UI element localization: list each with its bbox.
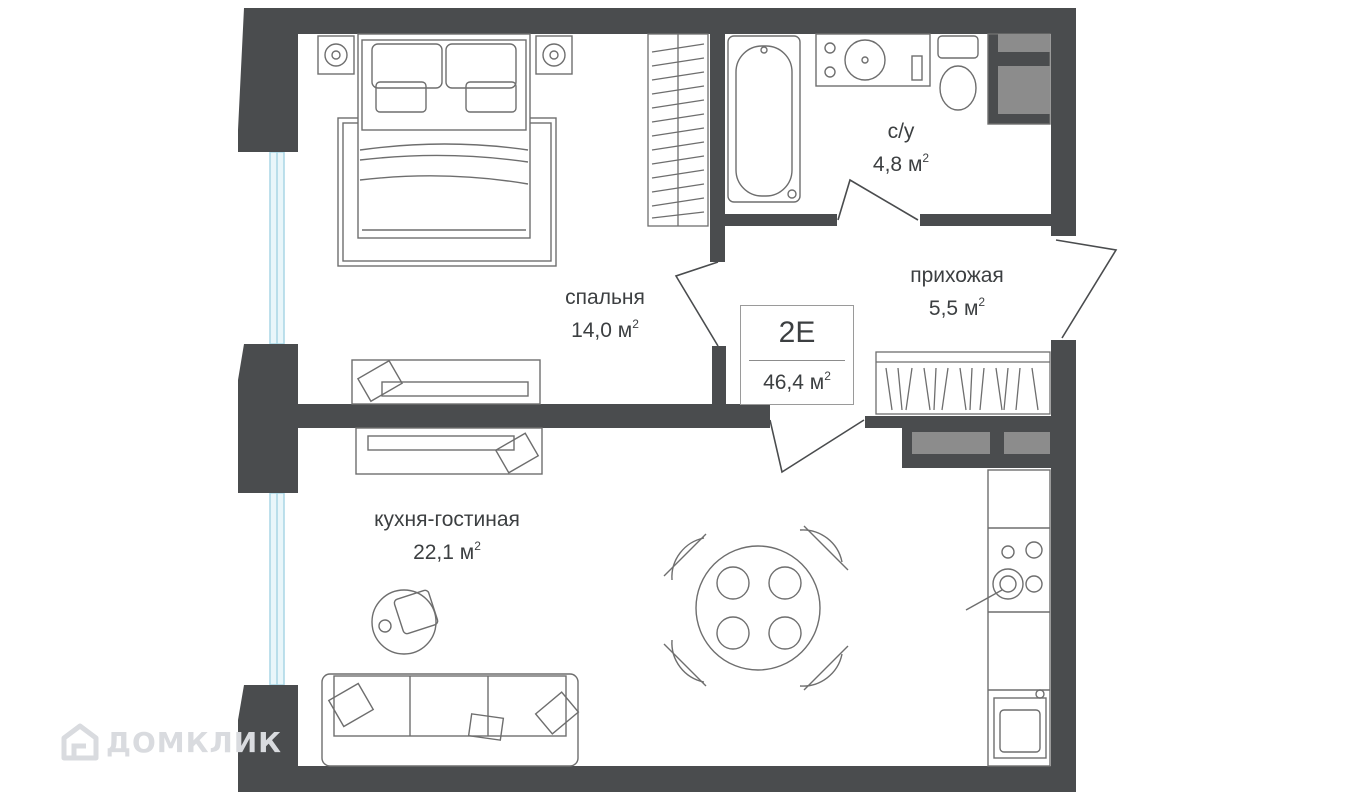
room-area: 22,1 м2 <box>413 539 481 564</box>
room-name: прихожая <box>910 264 1004 287</box>
room-name: с/у <box>887 120 915 143</box>
room-area: 4,8 м2 <box>872 151 930 176</box>
unit-total-area: 46,4 м2 <box>763 369 831 394</box>
walls <box>238 8 1076 792</box>
room-label-bathroom: с/у 4,8 м2 <box>846 118 956 178</box>
watermark: ДОМКЛИК <box>60 722 282 762</box>
room-label-hallway: прихожая 5,5 м2 <box>872 262 1042 322</box>
hallway-wardrobe <box>875 351 1051 468</box>
dining-set <box>663 525 849 691</box>
kitchen <box>965 469 1051 767</box>
room-area: 14,0 м2 <box>571 317 639 342</box>
watermark-text: ДОМКЛИК <box>106 725 283 759</box>
house-logo-icon <box>61 723 99 761</box>
doors <box>674 178 1118 474</box>
divider <box>749 360 845 361</box>
unit-code: 2E <box>778 316 816 349</box>
living-furniture <box>321 589 580 767</box>
room-label-kitchen-living: кухня-гостиная 22,1 м2 <box>330 506 564 566</box>
room-label-bedroom: спальня 14,0 м2 <box>530 284 680 344</box>
room-name: кухня-гостиная <box>374 508 520 531</box>
tv-benches <box>351 359 543 475</box>
bedroom-furniture <box>317 33 573 267</box>
room-name: спальня <box>565 286 645 309</box>
bathroom-fixtures <box>727 33 1051 203</box>
unit-info-box: 2E 46,4 м2 <box>740 305 854 405</box>
room-area: 5,5 м2 <box>928 295 986 320</box>
bedroom-wardrobe <box>647 33 709 227</box>
